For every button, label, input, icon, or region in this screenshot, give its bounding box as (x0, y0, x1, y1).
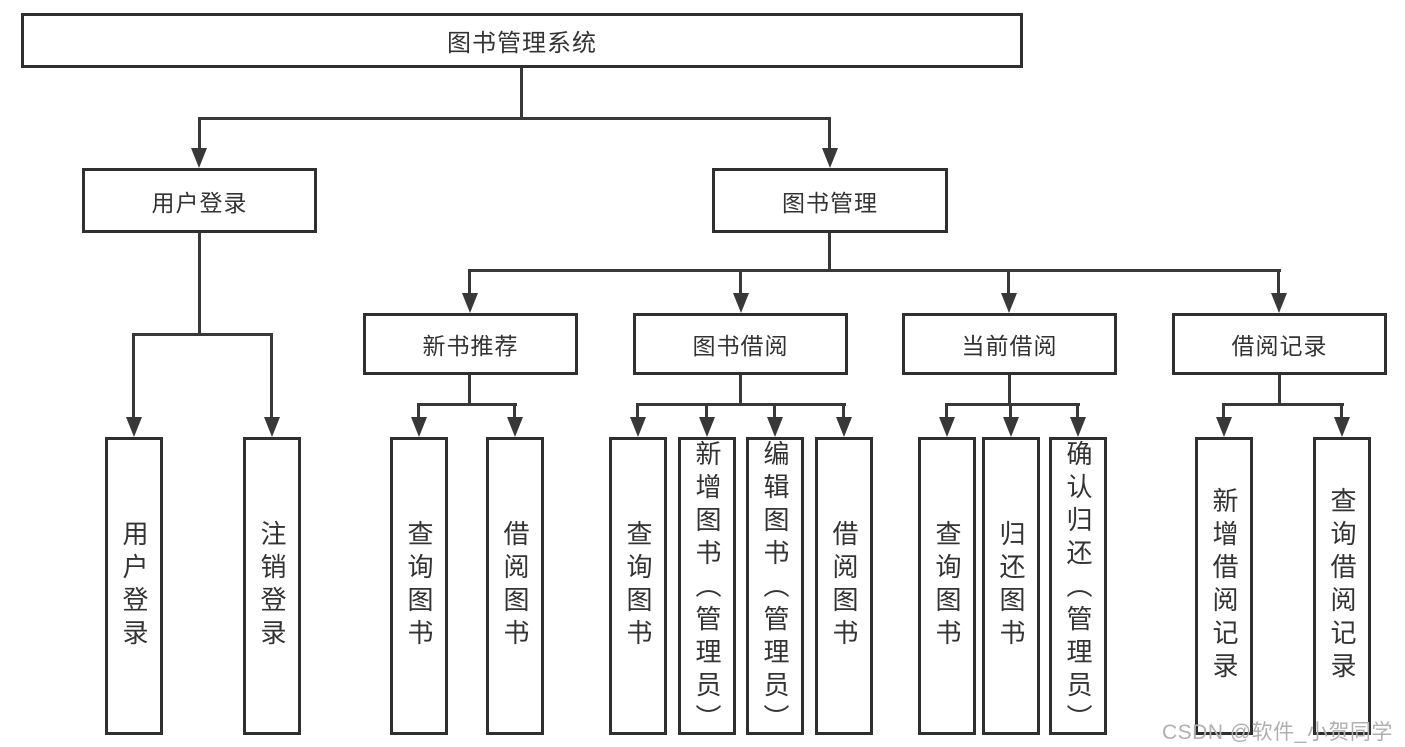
node-label: 用户登录 (119, 520, 149, 652)
connector (520, 68, 523, 120)
arrowhead-down-icon (836, 417, 852, 437)
connector (270, 336, 273, 417)
connector (636, 403, 846, 406)
node-label: 图书管理 (782, 189, 878, 216)
node-book-borrow: 图书借阅 (633, 313, 848, 375)
connector (417, 406, 420, 417)
arrowhead-down-icon (1216, 417, 1232, 437)
arrowhead-down-icon (411, 417, 427, 437)
leaf-cb-query-book: 查询图书 (918, 437, 976, 735)
node-book-management: 图书管理 (712, 168, 948, 233)
arrowhead-down-icon (1003, 417, 1019, 437)
connector (468, 269, 1281, 272)
node-label: 新书推荐 (422, 333, 519, 359)
node-label: 注销登录 (257, 520, 287, 652)
node-label: 用户登录 (151, 189, 248, 216)
csdn-watermark: CSDN @软件_小贺同学 (1162, 721, 1393, 744)
connector (636, 406, 639, 417)
node-label: 借阅图书 (500, 520, 530, 652)
leaf-br-add-record: 新增借阅记录 (1195, 437, 1253, 735)
node-book-management-system: 图书管理系统 (21, 13, 1023, 68)
node-label: 查询图书 (404, 520, 434, 652)
connector (1008, 375, 1011, 406)
arrowhead-down-icon (733, 293, 749, 313)
node-new-book-recommend: 新书推荐 (363, 313, 578, 375)
node-label: 借阅图书 (829, 520, 859, 652)
connector (828, 233, 831, 272)
connector (468, 375, 471, 406)
connector (739, 272, 742, 293)
arrowhead-down-icon (630, 417, 646, 437)
arrowhead-down-icon (939, 417, 955, 437)
leaf-rec-query-book: 查询图书 (390, 437, 448, 735)
node-label: 新增图书（管理员） (692, 440, 722, 737)
node-label: 编辑图书（管理员） (760, 440, 790, 737)
connector (1222, 403, 1344, 406)
node-label: 借阅记录 (1231, 333, 1328, 359)
connector (739, 375, 742, 406)
node-label: 图书借阅 (692, 333, 789, 359)
arrowhead-down-icon (191, 148, 207, 168)
connector (1278, 375, 1281, 406)
connector (773, 406, 776, 417)
arrowhead-down-icon (126, 417, 142, 437)
leaf-cb-return-book: 归还图书 (982, 437, 1040, 735)
leaf-rec-borrow-book: 借阅图书 (486, 437, 544, 735)
node-label: 归还图书 (996, 520, 1026, 652)
leaf-bb-borrow-book: 借阅图书 (815, 437, 873, 735)
connector (468, 272, 471, 293)
connector (198, 120, 201, 148)
node-label: 当前借阅 (961, 333, 1058, 359)
node-label: 查询图书 (623, 520, 653, 652)
connector (132, 336, 135, 417)
node-current-borrow: 当前借阅 (902, 313, 1117, 375)
arrowhead-down-icon (1271, 293, 1287, 313)
node-label: 确认归还（管理员） (1063, 440, 1093, 737)
connector (1222, 406, 1225, 417)
leaf-br-query-record: 查询借阅记录 (1313, 437, 1371, 735)
node-label: 查询图书 (932, 520, 962, 652)
arrowhead-down-icon (699, 417, 715, 437)
connector (198, 233, 201, 333)
arrowhead-down-icon (264, 417, 280, 437)
leaf-bb-query-book: 查询图书 (609, 437, 667, 735)
connector (1277, 272, 1280, 293)
connector (1009, 406, 1012, 417)
arrowhead-down-icon (767, 417, 783, 437)
connector (513, 406, 516, 417)
node-borrow-records: 借阅记录 (1172, 313, 1387, 375)
connector (1076, 406, 1079, 417)
arrowhead-down-icon (822, 148, 838, 168)
connector (1340, 406, 1343, 417)
leaf-cb-confirm-return: 确认归还（管理员） (1049, 437, 1107, 737)
node-label: 新增借阅记录 (1209, 487, 1239, 685)
connector (945, 403, 1080, 406)
arrowhead-down-icon (1070, 417, 1086, 437)
connector (417, 403, 517, 406)
node-user-login: 用户登录 (82, 168, 317, 233)
arrowhead-down-icon (462, 293, 478, 313)
arrowhead-down-icon (1001, 293, 1017, 313)
leaf-bb-add-book: 新增图书（管理员） (678, 437, 736, 737)
connector (1007, 272, 1010, 293)
connector (705, 406, 708, 417)
leaf-logout-login: 注销登录 (243, 437, 301, 735)
node-label: 图书管理系统 (447, 30, 597, 57)
leaf-user-login: 用户登录 (105, 437, 163, 735)
node-label: 查询借阅记录 (1327, 487, 1357, 685)
arrowhead-down-icon (1334, 417, 1350, 437)
arrowhead-down-icon (507, 417, 523, 437)
connector (132, 333, 273, 336)
connector (828, 120, 831, 148)
leaf-bb-edit-book: 编辑图书（管理员） (746, 437, 804, 737)
connector (945, 406, 948, 417)
connector (198, 117, 831, 120)
connector (842, 406, 845, 417)
